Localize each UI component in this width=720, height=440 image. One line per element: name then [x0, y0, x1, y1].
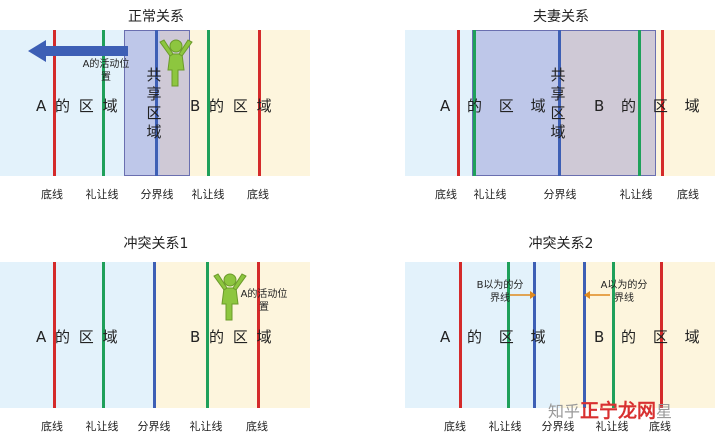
a-boundary-note: A以为的分界线: [600, 280, 648, 304]
diagram-title: 正常关系: [128, 9, 184, 25]
label-bottom-line-a: 底线: [41, 420, 63, 433]
bottom-line-b: [661, 30, 664, 176]
label-courtesy-line-b: 礼让线: [619, 188, 653, 201]
courtesy-line-b: [612, 262, 615, 408]
label-bottom-line-a: 底线: [435, 188, 457, 201]
left-arrow-icon: [28, 40, 128, 62]
boundary-line: [153, 262, 156, 408]
label-bottom-line-a: 底线: [444, 420, 466, 433]
region-b-label: B 的 区 域: [190, 97, 274, 115]
label-bottom-line-b: 底线: [247, 188, 269, 201]
diagram-title: 冲突关系2: [528, 236, 594, 252]
boundary-line: [558, 30, 561, 176]
bottom-line-b: [258, 30, 261, 176]
region-a-label: A 的 区 域: [440, 328, 552, 346]
shared-region-label: 共享区域: [550, 66, 566, 141]
b-boundary-note: B以为的分界线: [476, 280, 524, 304]
label-courtesy-line-b: 礼让线: [595, 420, 629, 433]
bottom-line-a: [53, 262, 56, 408]
bottom-line-a: [457, 30, 460, 176]
b-assumed-boundary-line: [533, 262, 536, 408]
bottom-line-b: [257, 262, 260, 408]
courtesy-line-a: [102, 30, 105, 176]
bottom-line-a: [53, 30, 56, 176]
courtesy-line-a: [102, 262, 105, 408]
watermark-prefix: 知乎: [548, 402, 581, 421]
left-arrow-icon: [584, 291, 610, 299]
region-a-label: A 的 区 域: [36, 328, 120, 346]
label-courtesy-line-a: 礼让线: [488, 420, 522, 433]
courtesy-line-a: [507, 262, 510, 408]
courtesy-line-b: [206, 262, 209, 408]
zone-a: [405, 30, 560, 176]
a-assumed-boundary-line: [583, 262, 586, 408]
zone-b: [560, 30, 715, 176]
label-courtesy-line-a: 礼让线: [473, 188, 507, 201]
watermark-suffix: 星: [656, 402, 673, 421]
label-boundary-line: 分界线: [541, 420, 575, 433]
label-boundary-line: 分界线: [137, 420, 171, 433]
region-a-label: A 的 区 域: [440, 97, 552, 115]
courtesy-line-b: [207, 30, 210, 176]
label-bottom-line-b: 底线: [649, 420, 671, 433]
bottom-line-a: [459, 262, 462, 408]
label-bottom-line-b: 底线: [677, 188, 699, 201]
zone-b: [155, 262, 310, 408]
shared-region: [472, 30, 656, 176]
label-courtesy-line-a: 礼让线: [85, 188, 119, 201]
diagram-title: 夫妻关系: [533, 9, 589, 25]
boundary-line: [155, 30, 158, 176]
label-courtesy-line-b: 礼让线: [191, 188, 225, 201]
region-b-label: B 的 区 域: [594, 97, 706, 115]
region-b-label: B 的 区 域: [190, 328, 274, 346]
region-b-label: B 的 区 域: [594, 328, 706, 346]
right-arrow-icon: [510, 291, 536, 299]
shared-region-label: 共享区域: [146, 66, 162, 141]
label-boundary-line: 分界线: [543, 188, 577, 201]
region-a-label: A 的 区 域: [36, 97, 120, 115]
courtesy-line-a: [473, 30, 476, 176]
diagram-title: 冲突关系1: [123, 236, 189, 252]
label-boundary-line: 分界线: [140, 188, 174, 201]
person-figure-icon: [159, 39, 193, 87]
label-bottom-line-a: 底线: [41, 188, 63, 201]
zone-b: [160, 30, 310, 176]
label-bottom-line-b: 底线: [246, 420, 268, 433]
bottom-line-b: [660, 262, 663, 408]
zone-a: [0, 262, 155, 408]
label-courtesy-line-a: 礼让线: [85, 420, 119, 433]
watermark-accent: 正宁龙网: [580, 400, 657, 422]
activity-note: A的活动位置: [82, 59, 130, 83]
label-courtesy-line-b: 礼让线: [189, 420, 223, 433]
person-figure-icon: [213, 273, 247, 321]
activity-note: A的活动位置: [240, 289, 288, 313]
courtesy-line-b: [638, 30, 641, 176]
watermark: 知乎正宁龙网星: [548, 396, 672, 423]
